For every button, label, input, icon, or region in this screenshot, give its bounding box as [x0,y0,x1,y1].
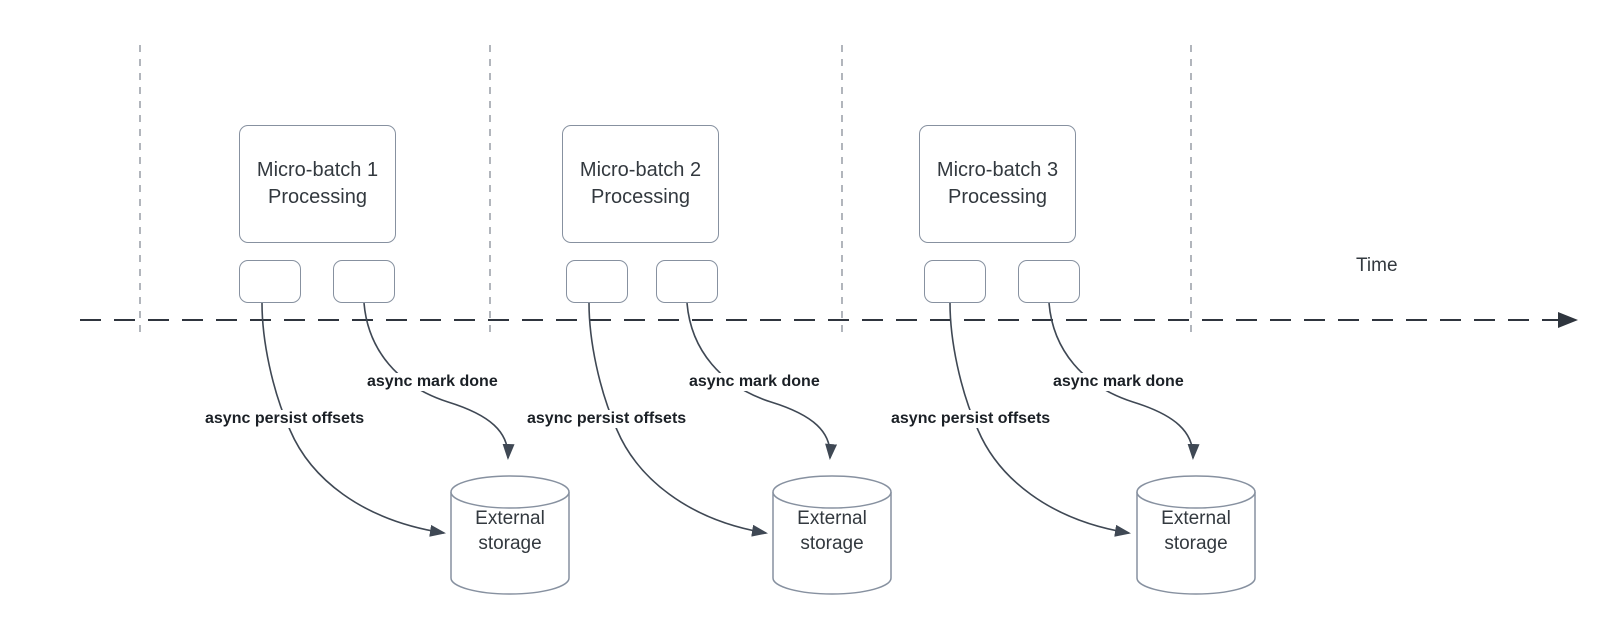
micro-batch-2-box: Micro-batch 2 Processing [562,125,719,243]
persist-offsets-label: async persist offsets [202,410,368,428]
batch-2-task-box-left [566,260,628,303]
storage-cylinder [450,475,570,595]
persist-offsets-arrow [261,302,446,537]
storage-cylinder [772,475,892,595]
persist-offsets-label: async persist offsets [888,410,1054,428]
time-axis-label: Time [1356,255,1398,276]
persist-offsets-arrow [949,302,1131,537]
external-storage-label: External storage [1161,508,1231,555]
storage-cylinder [1136,475,1256,595]
micro-batch-2-title: Micro-batch 2 Processing [579,159,702,208]
micro-batch-3-box: Micro-batch 3 Processing [919,125,1076,243]
batch-1-artwork [261,302,570,595]
mark-done-label: async mark done [686,373,823,391]
time-axis-arrowhead-icon [1558,312,1578,328]
cylinder-top [450,475,570,509]
batch-3-artwork [949,302,1256,595]
cylinder-top [1136,475,1256,509]
batch-2-artwork [588,302,892,595]
mark-done-arrow [363,302,515,460]
cylinder-body [772,492,892,595]
cylinder-body [450,492,570,595]
batch-3-task-box-left [924,260,986,303]
mark-done-arrow [1048,302,1200,460]
external-storage-label: External storage [475,508,545,555]
batch-3-task-box-right [1018,260,1080,303]
micro-batch-1-title: Micro-batch 1 Processing [256,159,379,208]
micro-batch-1-box: Micro-batch 1 Processing [239,125,396,243]
batch-2-task-box-right [656,260,718,303]
micro-batch-3-title: Micro-batch 3 Processing [936,159,1059,208]
cylinder-body [1136,492,1256,595]
batch-1-task-box-right [333,260,395,303]
persist-offsets-label: async persist offsets [524,410,690,428]
persist-offsets-arrow [588,302,768,537]
cylinder-top [772,475,892,509]
mark-done-arrow [686,302,838,460]
mark-done-label: async mark done [364,373,501,391]
mark-done-label: async mark done [1050,373,1187,391]
batch-1-task-box-left [239,260,301,303]
external-storage-label: External storage [797,508,867,555]
